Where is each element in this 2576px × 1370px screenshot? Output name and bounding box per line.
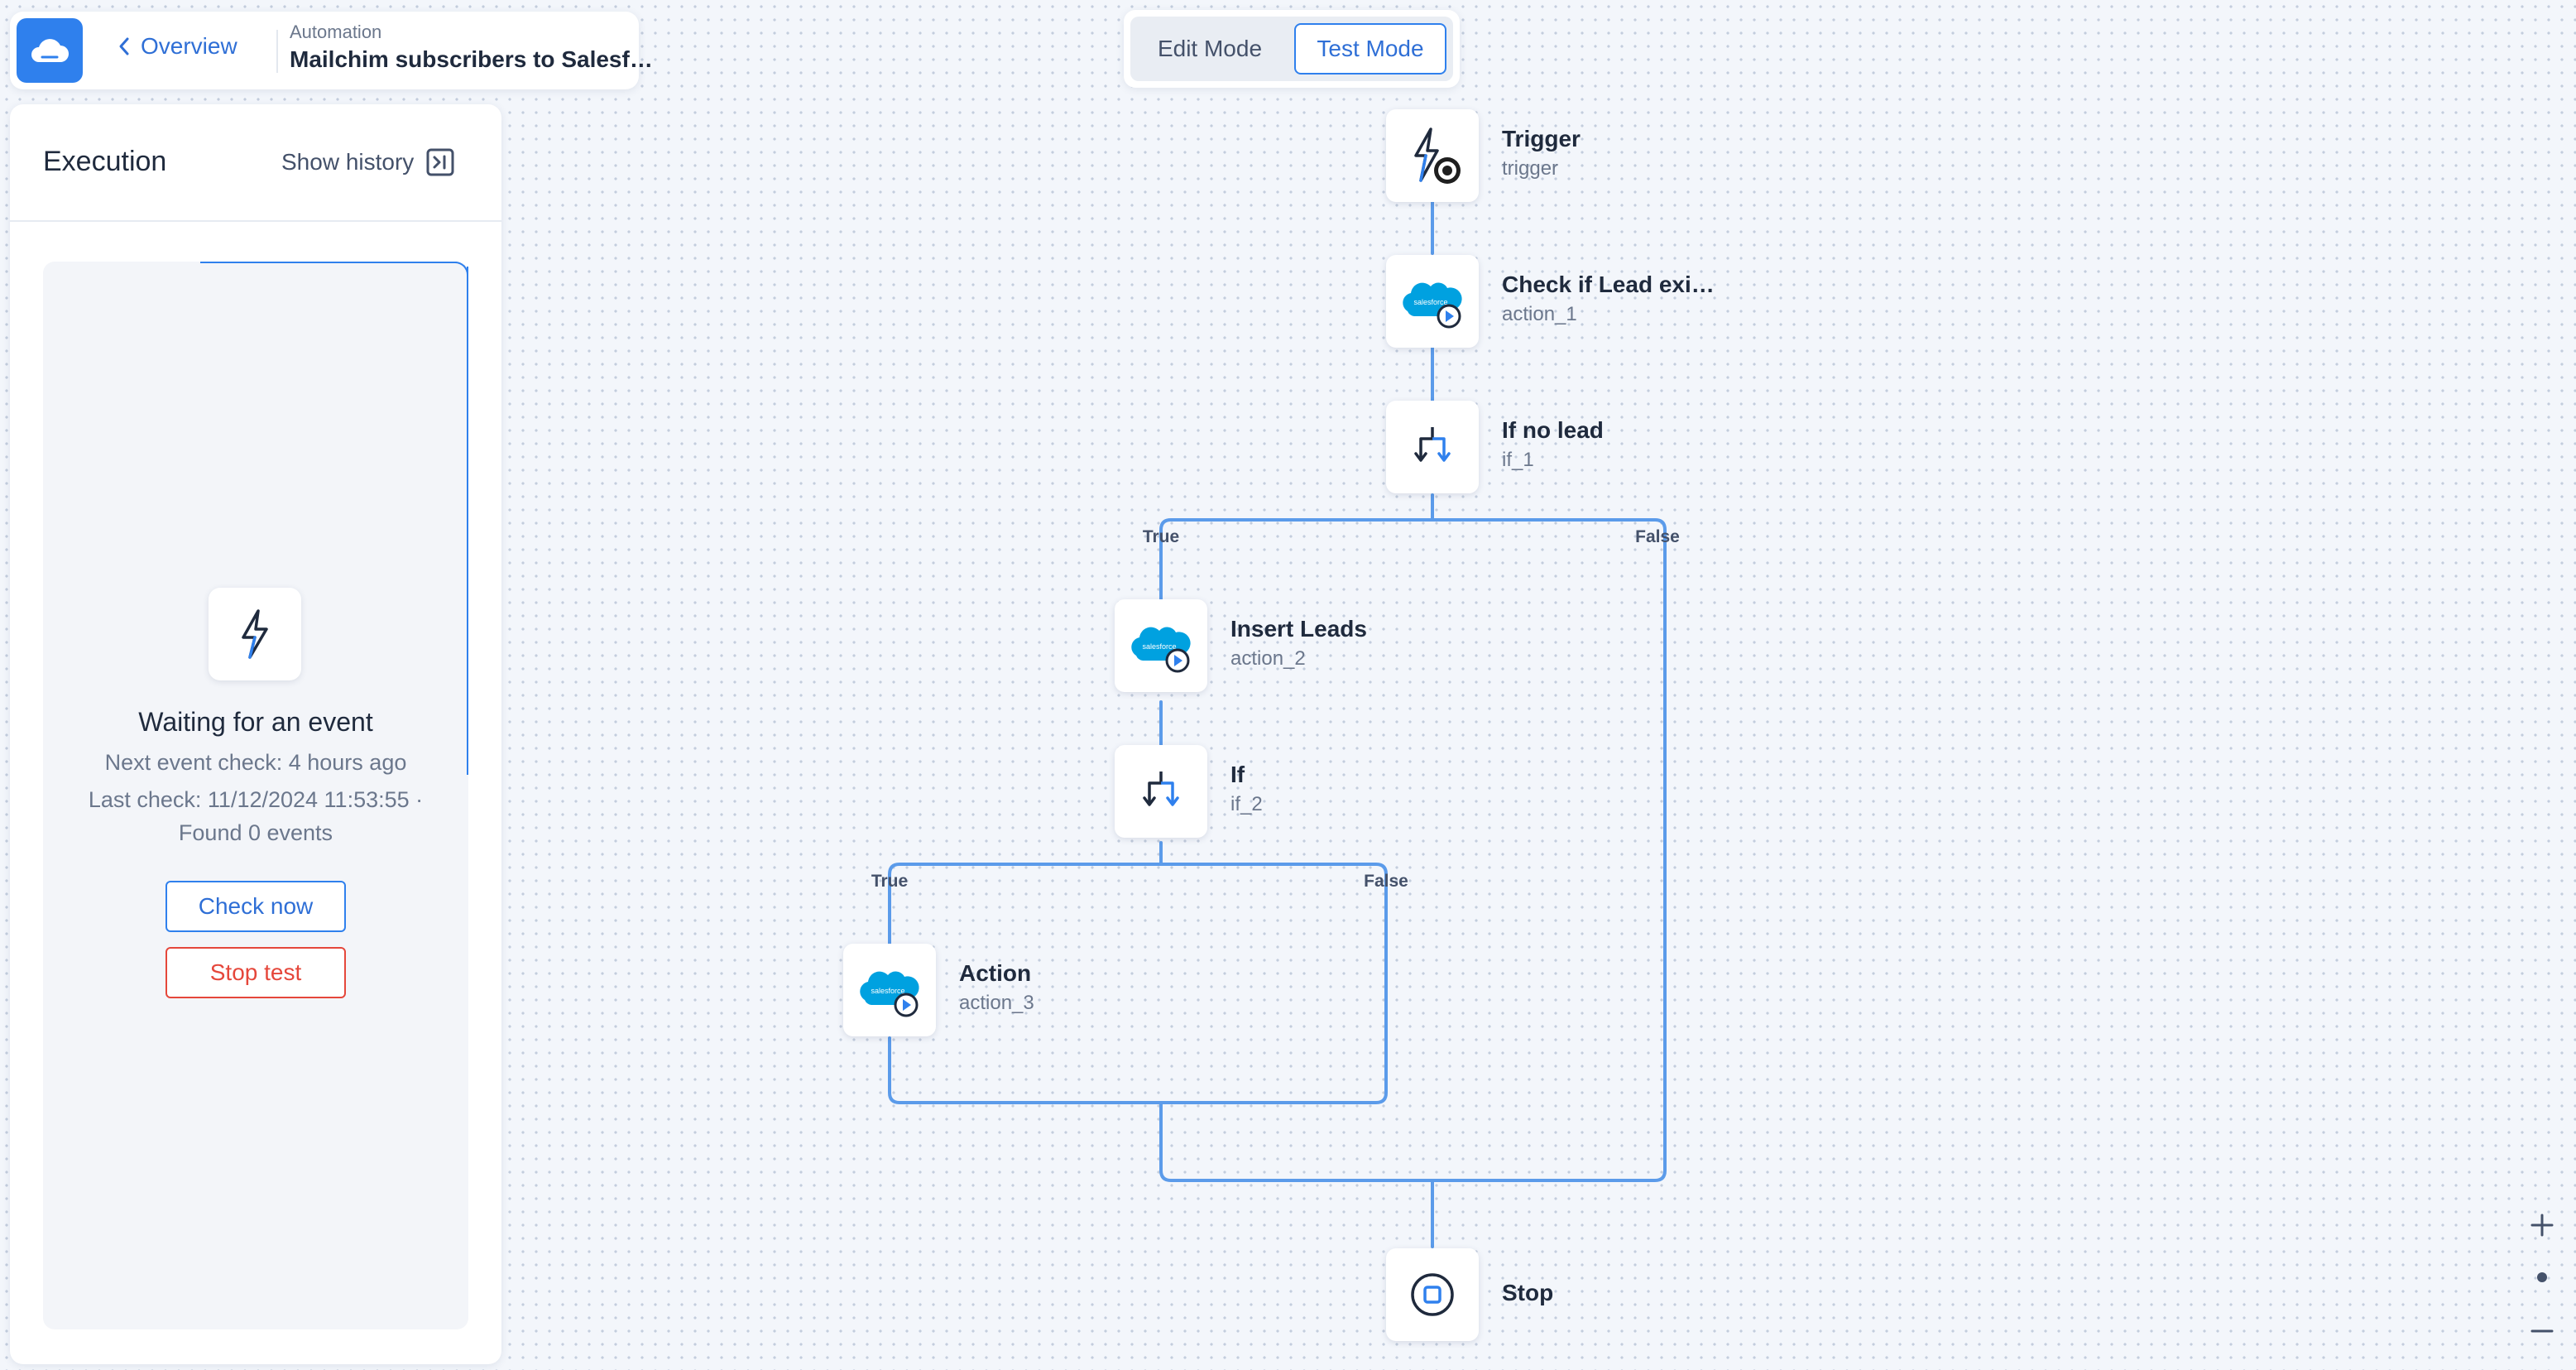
branch-label-true: True — [1142, 527, 1180, 546]
expand-panel-icon — [426, 148, 454, 176]
header-divider — [276, 30, 278, 73]
trigger-mailchimp-icon — [1414, 127, 1461, 184]
execution-sidebar: Execution Show history Waiting for an ev… — [10, 104, 501, 1364]
show-history-button[interactable]: Show history — [281, 147, 455, 177]
salesforce-icon: salesforce — [1403, 282, 1462, 329]
flow-node-action-2[interactable]: salesforce — [1115, 599, 1207, 692]
flow-node-action-3[interactable]: salesforce — [843, 944, 936, 1036]
salesforce-icon: salesforce — [860, 971, 919, 1017]
stop-test-button[interactable]: Stop test — [165, 947, 346, 998]
stop-icon — [1411, 1273, 1454, 1316]
flow-node-if-1[interactable] — [1386, 401, 1479, 493]
app-logo[interactable] — [17, 18, 83, 83]
automation-header: Overview Automation Mailchim subscribers… — [10, 12, 653, 89]
node-id-if-2: if_2 — [1230, 793, 1263, 815]
show-history-label: Show history — [281, 149, 415, 175]
cloud-logo-icon — [31, 39, 69, 62]
node-id-trigger: trigger — [1502, 157, 1559, 180]
execution-title: Execution — [43, 146, 167, 177]
node-title-if-2: If — [1230, 762, 1245, 787]
branch-label-false: False — [1635, 527, 1680, 546]
back-label: Overview — [141, 33, 237, 59]
node-id-if-1: if_1 — [1502, 449, 1534, 471]
automation-title[interactable]: Mailchim subscribers to Salesf… — [290, 46, 653, 72]
waiting-status-title: Waiting for an event — [138, 707, 373, 737]
branch-label-true: True — [871, 872, 909, 891]
minus-icon — [2530, 1329, 2554, 1333]
check-now-button[interactable]: Check now — [165, 881, 346, 932]
waiting-event-icon — [209, 588, 301, 680]
node-title-trigger: Trigger — [1502, 126, 1581, 151]
branch-icon — [1143, 772, 1179, 806]
node-title-action-3: Action — [959, 960, 1032, 986]
zoom-in-button[interactable] — [2524, 1207, 2560, 1243]
progress-line-vertical — [467, 267, 468, 775]
test-mode-button[interactable]: Test Mode — [1294, 23, 1446, 75]
salesforce-badge-text: salesforce — [1413, 298, 1447, 306]
next-event-check-text: Next event check: 4 hours ago — [104, 750, 407, 775]
progress-line — [200, 262, 457, 263]
breadcrumb-automation: Automation — [290, 22, 382, 42]
node-title-if-1: If no lead — [1502, 417, 1604, 443]
plus-icon — [2530, 1214, 2554, 1237]
edit-mode-button[interactable]: Edit Mode — [1157, 36, 1263, 61]
chevron-left-icon — [119, 37, 129, 55]
node-id-action-3: action_3 — [959, 992, 1034, 1014]
sidebar-divider — [10, 220, 501, 222]
zoom-reset-button[interactable] — [2524, 1263, 2560, 1291]
node-title-action-1: Check if Lead exi… — [1502, 272, 1715, 297]
last-check-text: Last check: 11/12/2024 11:53:55 · Found … — [88, 787, 424, 845]
dot-icon — [2537, 1272, 2547, 1282]
flow-node-stop[interactable] — [1386, 1248, 1479, 1341]
salesforce-badge-text: salesforce — [871, 987, 904, 995]
lightning-icon — [242, 609, 268, 659]
node-id-action-1: action_1 — [1502, 303, 1577, 325]
node-id-action-2: action_2 — [1230, 647, 1306, 670]
salesforce-icon: salesforce — [1131, 627, 1191, 673]
mode-switch: Edit Mode Test Mode — [1124, 10, 1460, 88]
zoom-out-button[interactable] — [2524, 1315, 2560, 1348]
flow-node-action-1[interactable]: salesforce — [1386, 255, 1479, 348]
node-title-stop: Stop — [1502, 1280, 1554, 1305]
branch-icon — [1414, 427, 1451, 462]
branch-label-false: False — [1364, 872, 1408, 891]
salesforce-badge-text: salesforce — [1142, 642, 1176, 651]
flow-node-if-2[interactable] — [1115, 745, 1207, 838]
back-to-overview-link[interactable]: Overview — [118, 33, 237, 60]
node-title-action-2: Insert Leads — [1230, 616, 1367, 642]
execution-status-panel — [43, 262, 468, 1329]
flow-node-trigger[interactable] — [1386, 109, 1479, 202]
